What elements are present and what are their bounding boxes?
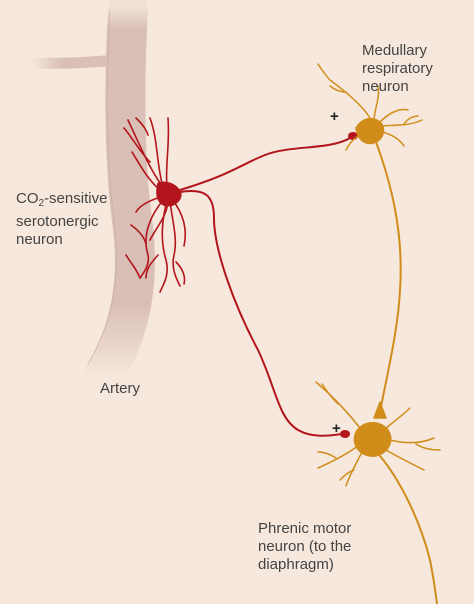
- axon-to-medullary: [180, 138, 350, 190]
- phrenic-axon: [380, 456, 437, 604]
- serotonergic-soma: [157, 182, 181, 206]
- axon-to-phrenic: [180, 191, 342, 436]
- medullary-label-line-3: neuron: [362, 78, 433, 96]
- medullary-label-line-2: respiratory: [362, 60, 433, 78]
- co2-text: CO: [16, 190, 39, 207]
- medullary-label: Medullary respiratory neuron: [362, 42, 433, 96]
- serotonergic-label-line-2: serotonergic: [16, 213, 107, 231]
- phrenic-label-line-3: diaphragm): [258, 556, 351, 574]
- excitatory-sign-upper: +: [330, 108, 339, 125]
- artery-label: Artery: [100, 380, 140, 398]
- medullary-axon: [376, 142, 401, 412]
- synapse-terminal-medullary: [374, 402, 386, 418]
- sensitive-text: -sensitive: [44, 190, 107, 207]
- phrenic-label: Phrenic motor neuron (to the diaphragm): [258, 520, 351, 574]
- phrenic-label-line-1: Phrenic motor: [258, 520, 351, 538]
- medullary-label-line-1: Medullary: [362, 42, 433, 60]
- serotonergic-label: CO2-sensitive serotonergic neuron: [16, 190, 107, 249]
- serotonergic-label-line-1: CO2-sensitive: [16, 190, 107, 213]
- synapse-terminal-lower: [340, 430, 350, 438]
- artery-branch: [32, 60, 118, 63]
- phrenic-label-line-2: neuron (to the: [258, 538, 351, 556]
- serotonergic-neuron: [124, 118, 358, 438]
- excitatory-sign-lower: +: [332, 420, 341, 437]
- serotonergic-label-line-3: neuron: [16, 231, 107, 249]
